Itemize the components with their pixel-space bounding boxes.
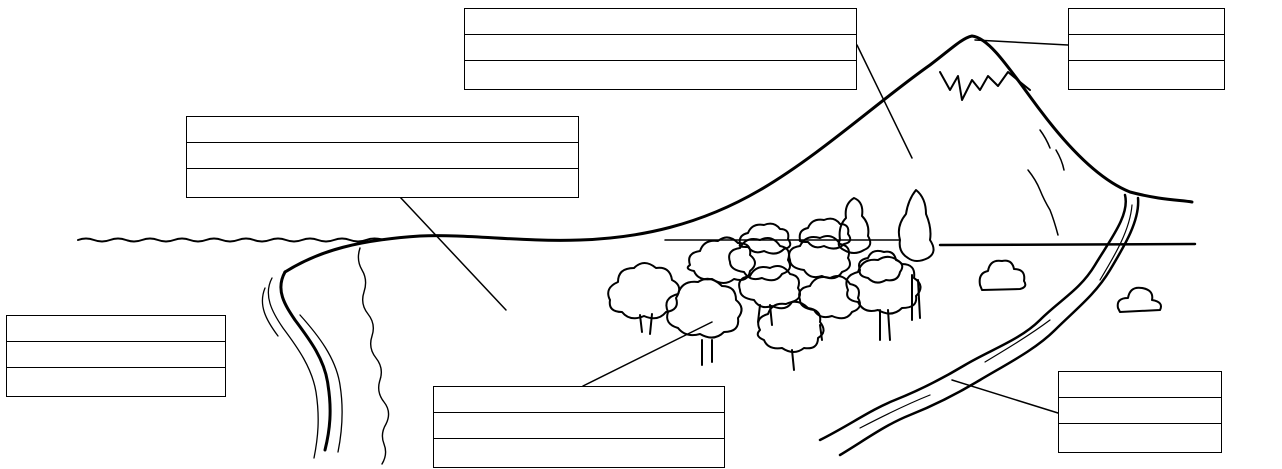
label-row[interactable] xyxy=(465,9,856,35)
label-row[interactable] xyxy=(1059,424,1221,450)
label-box-coast xyxy=(6,315,226,397)
leader-mountain xyxy=(856,44,913,159)
label-row[interactable] xyxy=(7,316,225,342)
label-row[interactable] xyxy=(187,169,578,195)
label-row[interactable] xyxy=(1059,398,1221,424)
label-row[interactable] xyxy=(187,143,578,169)
label-row[interactable] xyxy=(187,117,578,143)
leader-plain xyxy=(399,196,507,311)
leader-forest xyxy=(582,321,713,387)
leader-river xyxy=(951,379,1059,414)
label-row[interactable] xyxy=(434,439,724,465)
mountain-shading xyxy=(1027,129,1065,236)
label-box-mountain-peak xyxy=(1068,8,1225,90)
bush-2 xyxy=(1116,286,1162,313)
forest-trees xyxy=(607,189,935,371)
label-row[interactable] xyxy=(465,61,856,87)
bush-1 xyxy=(978,259,1027,291)
wavy-path xyxy=(357,247,390,465)
label-row[interactable] xyxy=(465,35,856,61)
label-box-plain xyxy=(186,116,579,198)
label-row[interactable] xyxy=(434,413,724,439)
river-left-bank xyxy=(818,193,1128,442)
label-row[interactable] xyxy=(7,368,225,394)
coast-river-left xyxy=(279,270,332,452)
label-row[interactable] xyxy=(1069,61,1224,87)
sea-waves xyxy=(77,237,385,243)
leader-lines xyxy=(399,39,1069,414)
coast-river-outer xyxy=(261,277,319,459)
label-box-mountain xyxy=(464,8,857,90)
label-row[interactable] xyxy=(1069,9,1224,35)
river-right-bank xyxy=(838,196,1140,457)
label-row[interactable] xyxy=(7,342,225,368)
leader-mountain-peak xyxy=(974,39,1069,46)
label-row[interactable] xyxy=(434,387,724,413)
river-flow-lines xyxy=(859,204,1133,429)
mountain-outline xyxy=(283,34,1194,274)
label-row[interactable] xyxy=(1069,35,1224,61)
snow-cap xyxy=(939,71,1031,101)
label-box-forest xyxy=(433,386,725,468)
label-row[interactable] xyxy=(1059,372,1221,398)
far-horizon xyxy=(938,242,1197,247)
coast-river-inner xyxy=(299,314,343,453)
label-box-river xyxy=(1058,371,1222,453)
